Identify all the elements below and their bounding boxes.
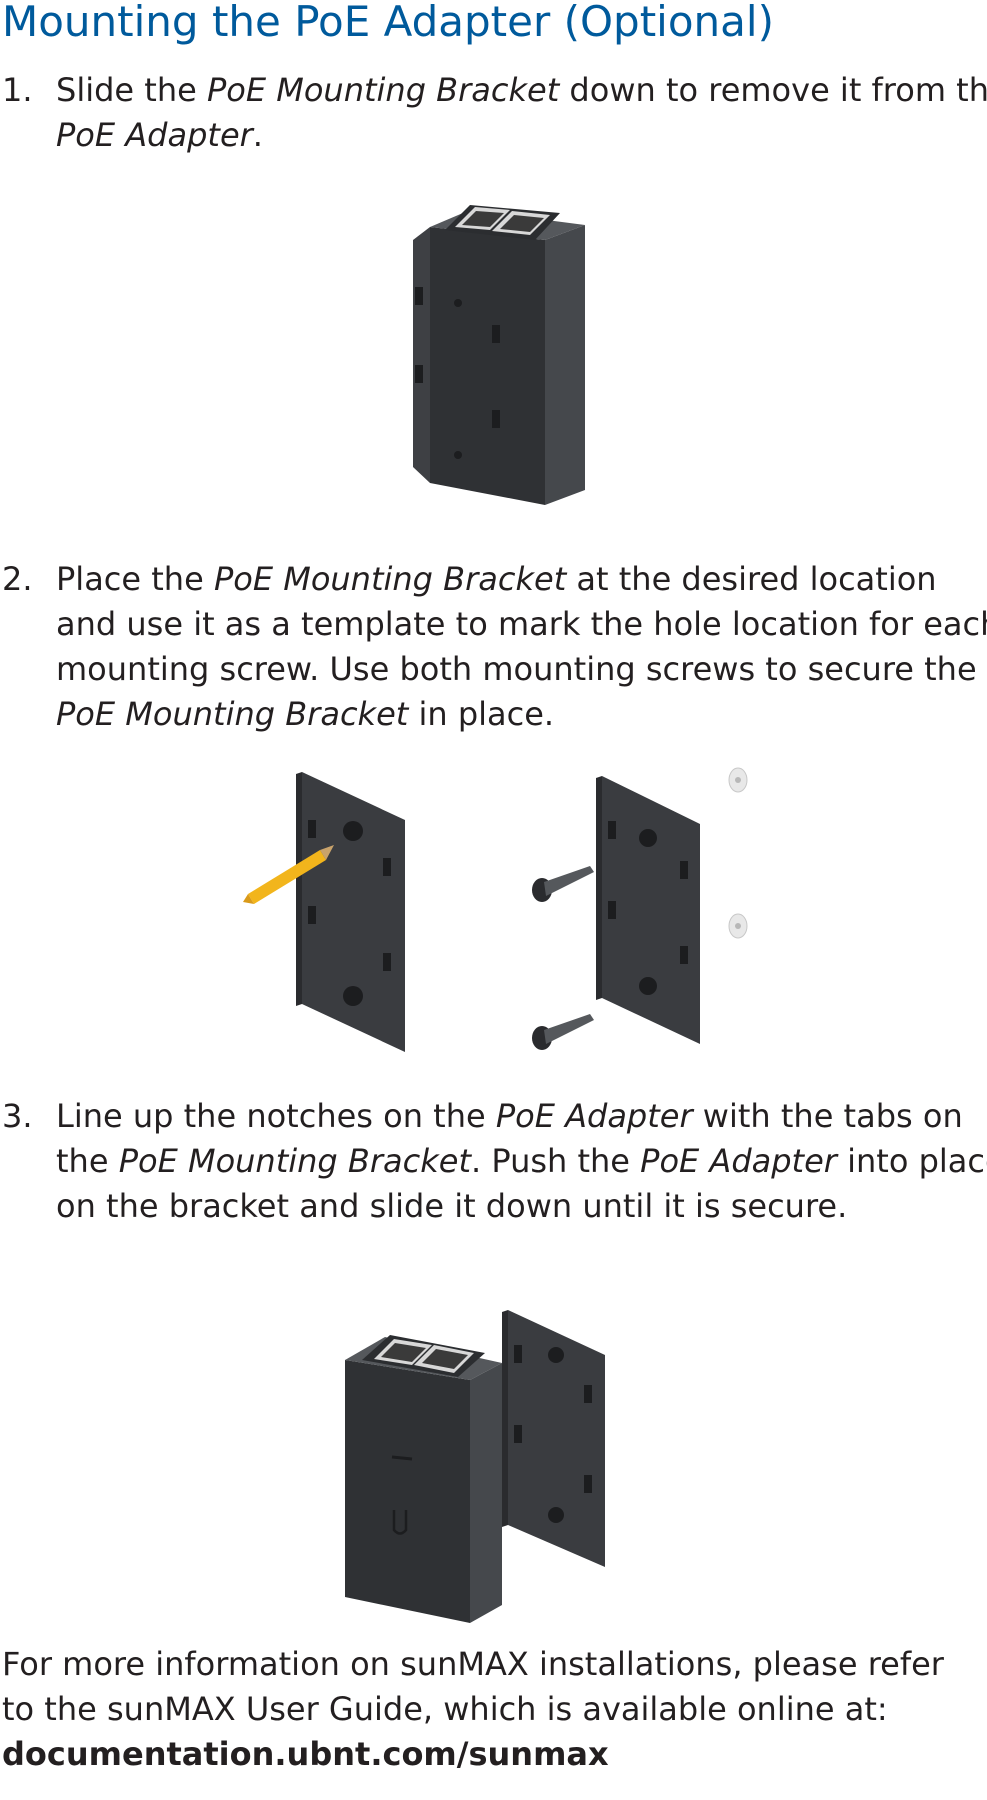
- wall-anchor-icon: [728, 913, 748, 939]
- term-emphasis: PoE Mounting Bracket: [118, 1142, 471, 1180]
- footer-text-line: to the sunMAX User Guide, which is avail…: [2, 1690, 888, 1728]
- step-text-fragment: in place.: [408, 695, 555, 733]
- step-text-fragment: with the tabs on: [692, 1097, 963, 1135]
- step-number: 2.: [2, 560, 33, 598]
- secure-bracket-with-screws-illustration: [532, 767, 748, 1050]
- screw-icon: [532, 1014, 594, 1050]
- footer-text-line: For more information on sunMAX installat…: [2, 1645, 944, 1683]
- wall-anchor-icon: [728, 767, 748, 793]
- step-text-line: mounting screw. Use both mounting screws…: [56, 650, 977, 688]
- step-text-fragment: Line up the notches on the: [56, 1097, 496, 1135]
- step-text-fragment: Place the: [56, 560, 214, 598]
- step-text: Place the PoE Mounting Bracket at the de…: [56, 557, 987, 737]
- term-emphasis: PoE Adapter: [56, 116, 253, 154]
- step-text-fragment: down to remove it from the: [559, 71, 987, 109]
- step-text: Line up the notches on the PoE Adapter w…: [56, 1094, 987, 1229]
- footer: For more information on sunMAX installat…: [2, 1642, 944, 1777]
- step-text: Slide the PoE Mounting Bracket down to r…: [56, 68, 987, 158]
- screw-icon: [532, 866, 594, 902]
- page-title: Mounting the PoE Adapter (Optional): [2, 0, 774, 46]
- ubiquiti-logo-icon: [392, 1510, 408, 1535]
- mark-holes-illustration: [243, 772, 405, 1052]
- step-text-fragment: the: [56, 1142, 119, 1180]
- adapter-and-bracket-illustration: [345, 1310, 605, 1623]
- step-number: 1.: [2, 71, 33, 109]
- step-text-fragment: at the desired location: [566, 560, 937, 598]
- step-text-line: on the bracket and slide it down until i…: [56, 1187, 848, 1225]
- term-emphasis: PoE Mounting Bracket: [206, 71, 560, 109]
- step-text-fragment: Slide the: [56, 71, 207, 109]
- term-emphasis: PoE Mounting Bracket: [213, 560, 567, 598]
- step-text-fragment: into place: [847, 1142, 987, 1180]
- term-emphasis: PoE Adapter: [640, 1142, 837, 1180]
- step-number: 3.: [2, 1097, 33, 1135]
- step-text-fragment: . Push the: [470, 1142, 641, 1180]
- step-text-fragment: .: [252, 116, 263, 154]
- documentation-link[interactable]: documentation.ubnt.com/sunmax: [2, 1735, 609, 1773]
- term-emphasis: PoE Mounting Bracket: [56, 695, 409, 733]
- adapter-with-bracket-illustration: [413, 205, 585, 505]
- term-emphasis: PoE Adapter: [495, 1097, 693, 1135]
- step-text-line: and use it as a template to mark the hol…: [56, 605, 987, 643]
